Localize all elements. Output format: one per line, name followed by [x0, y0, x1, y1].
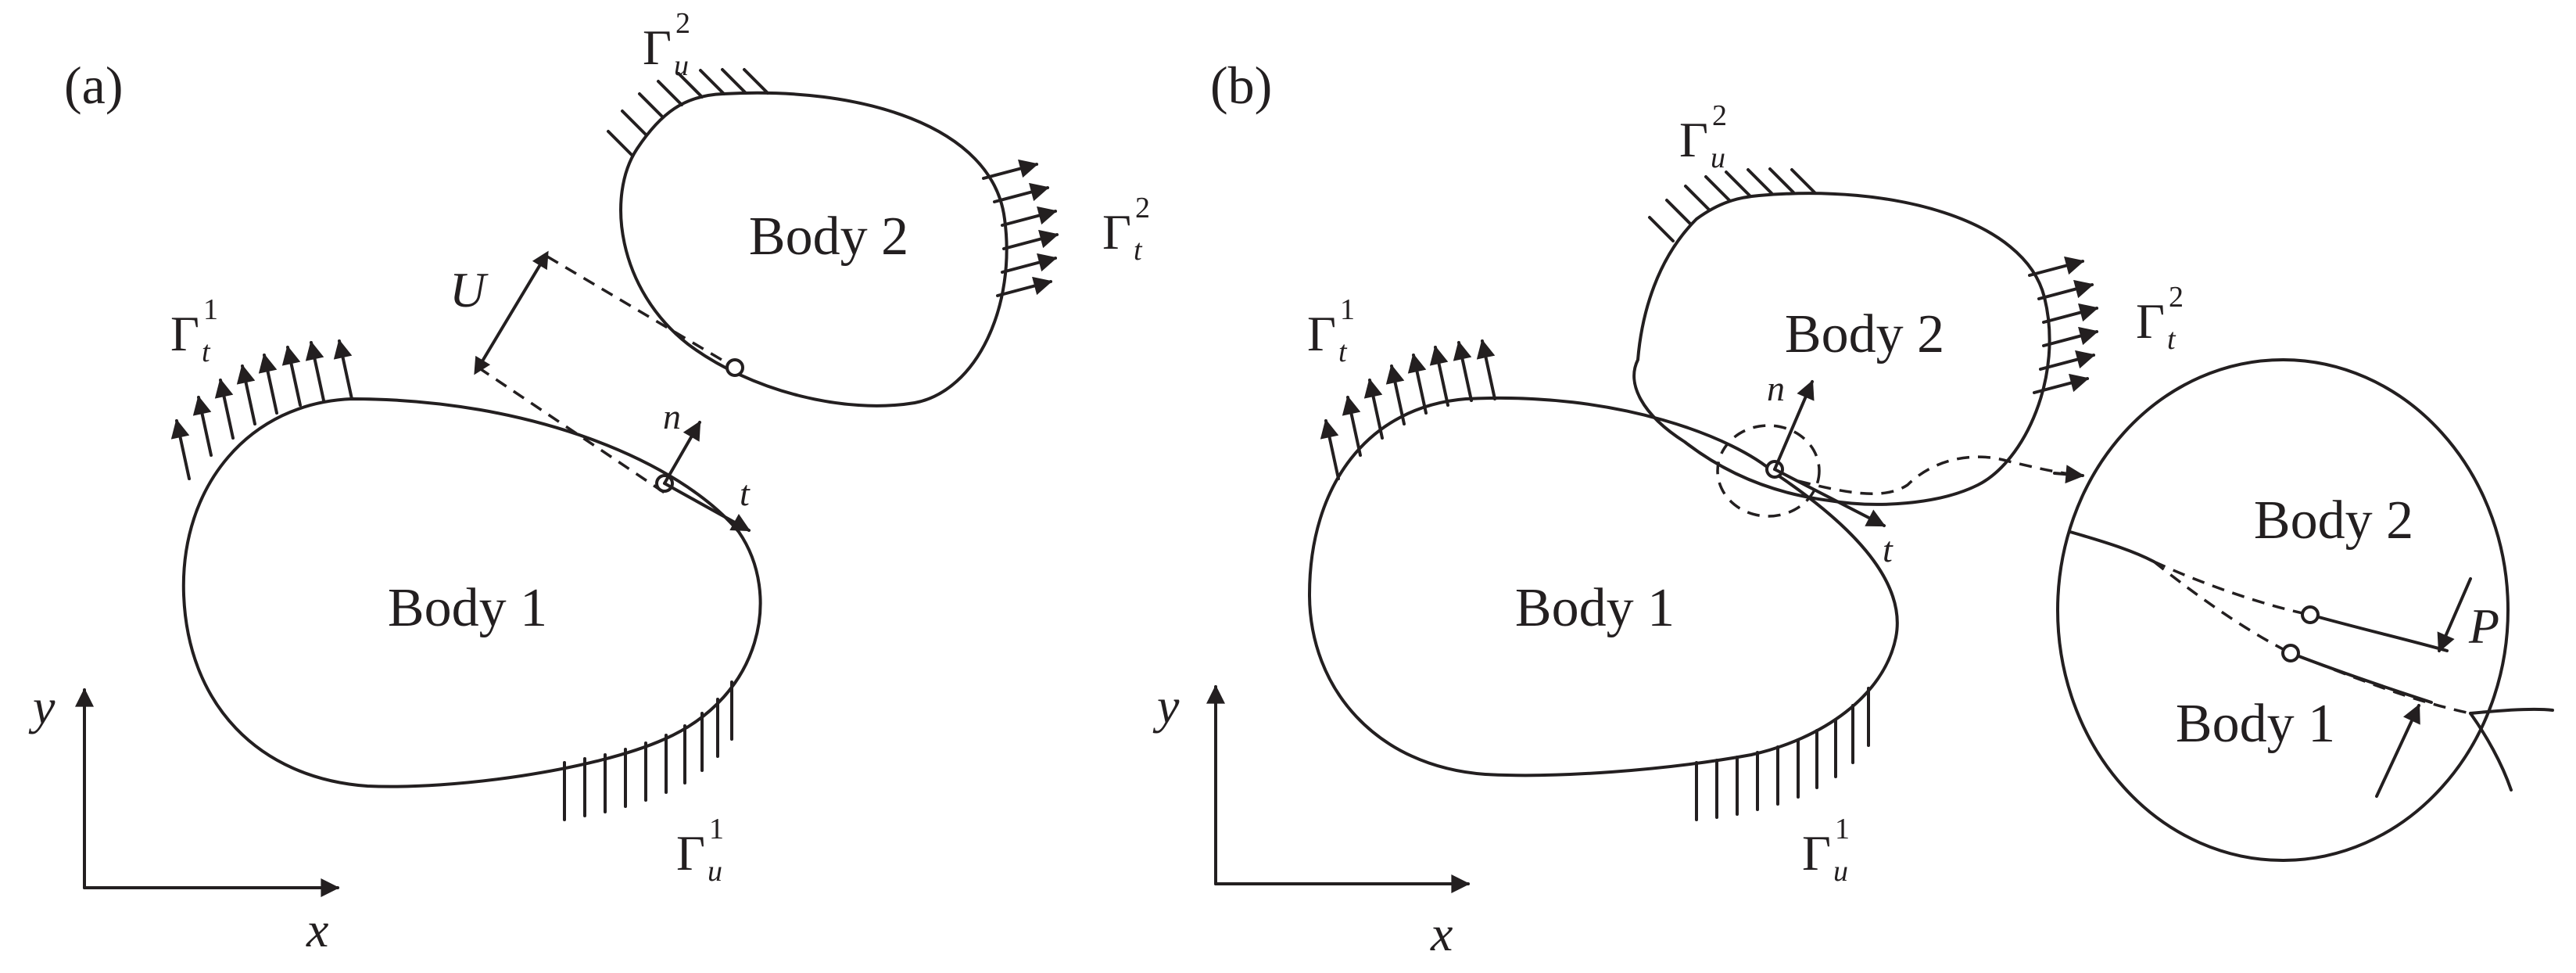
panel-a-axes: y x: [28, 679, 340, 957]
svg-text:Γ: Γ: [2136, 293, 2165, 349]
panel-b-zoom-leader: [1797, 455, 2071, 495]
svg-text:1: 1: [709, 813, 724, 846]
panel-b-zoom-body1-label: Body 1: [2176, 694, 2335, 754]
svg-text:Γ: Γ: [1802, 825, 1831, 881]
panel-b-zoom-body1-boundary-dashed: [2152, 560, 2471, 715]
panel-b-axes: y x: [1152, 678, 1471, 961]
panel-b-zoom-body2-boundary-dashed: [2153, 560, 2311, 616]
panel-b-zoom-point-body2: [2301, 605, 2320, 624]
svg-text:2: 2: [1135, 192, 1150, 224]
panel-b-fixed-hatching-u2: [1648, 167, 1817, 242]
svg-text:t: t: [2167, 323, 2177, 356]
panel-a-gamma-t2: Γ t 2: [1102, 192, 1150, 267]
panel-b-detail-circle: [1716, 424, 1821, 518]
panel-b-gamma-t1: Γ t 1: [1307, 293, 1355, 368]
svg-text:2: 2: [675, 7, 690, 40]
panel-b-gamma-u1: Γ u 1: [1802, 813, 1850, 888]
panel-b-tangent-vector: [1773, 468, 1886, 527]
svg-text:u: u: [708, 855, 722, 888]
panel-b-zoom-body2-label: Body 2: [2254, 490, 2413, 551]
svg-text:t: t: [1134, 234, 1143, 267]
panel-a-body1-outline: [181, 397, 762, 788]
svg-text:Γ: Γ: [643, 20, 672, 75]
panel-a-body2-label: Body 2: [749, 206, 908, 267]
panel-b-y-axis-label: y: [1152, 678, 1180, 734]
panel-a-y-axis-label: y: [28, 679, 56, 734]
svg-text:Γ: Γ: [1679, 112, 1708, 167]
panel-b-zoom-body2-boundary-right: [2309, 613, 2449, 652]
panel-b-fixed-hatching-u1: [1695, 687, 1870, 821]
panel-b-zoom-body1-edge: [2469, 712, 2513, 792]
panel-b-zoom-ellipse: [2056, 358, 2510, 862]
panel-b-body2-label: Body 2: [1785, 304, 1944, 364]
panel-a-tangent-vector: [663, 482, 751, 532]
panel-b-label: (b): [1210, 56, 1272, 115]
svg-text:2: 2: [1712, 99, 1727, 132]
panel-a-tangent-label: t: [740, 473, 751, 513]
panel-a-normal-label: n: [663, 397, 681, 436]
panel-b-traction-arrows-t1: [1320, 339, 1496, 480]
svg-text:1: 1: [203, 293, 218, 326]
panel-a-fixed-hatching-u2: [607, 68, 769, 156]
svg-text:u: u: [1833, 855, 1848, 888]
panel-a-label: (a): [64, 56, 123, 115]
panel-b-body1-label: Body 1: [1515, 578, 1675, 638]
panel-b-zoom-body2-boundary-left: [2069, 530, 2155, 563]
panel-a: (a) Body 1 Body 2 Γ t 1: [28, 7, 1150, 957]
panel-a-fixed-hatching-u1: [563, 680, 733, 821]
svg-text:u: u: [1711, 142, 1725, 174]
panel-b-zoom-detail: P Body 2 Body 1: [2056, 358, 2554, 862]
panel-a-gap-arrow: [474, 250, 549, 375]
svg-text:2: 2: [2169, 281, 2184, 314]
panel-b-tangent-label: t: [1883, 530, 1893, 569]
panel-b-traction-arrows-t2: [2028, 256, 2099, 394]
panel-b-penetration-arrow-bottom: [2375, 703, 2420, 798]
panel-a-gap-dashed-line-lower: [478, 366, 665, 494]
svg-text:Γ: Γ: [676, 825, 705, 881]
panel-b-zoom-point-body1: [2281, 644, 2300, 662]
svg-text:Γ: Γ: [1102, 204, 1131, 260]
panel-a-traction-arrows-t2: [982, 159, 1059, 297]
panel-b-zoom-body1-boundary-right: [2469, 707, 2554, 715]
panel-b: (b) Body 1 Body 2 Γ t 1: [1152, 56, 2554, 961]
panel-b-gamma-u2: Γ u 2: [1679, 99, 1727, 174]
svg-text:1: 1: [1835, 813, 1850, 846]
panel-a-contact-point-body2: [726, 358, 744, 377]
svg-text:Γ: Γ: [170, 306, 199, 361]
panel-b-body2-outline: [1632, 192, 2051, 506]
panel-b-normal-vector: [1773, 379, 1815, 471]
panel-a-x-axis-label: x: [306, 902, 328, 957]
panel-a-gamma-t1: Γ t 1: [170, 293, 218, 368]
panel-b-penetration-label: P: [2468, 598, 2499, 654]
panel-b-x-axis-label: x: [1430, 906, 1453, 961]
panel-a-body1-label: Body 1: [388, 578, 547, 638]
svg-text:1: 1: [1340, 293, 1355, 326]
svg-text:t: t: [202, 336, 211, 368]
panel-a-gamma-u1: Γ u 1: [676, 813, 724, 888]
svg-text:u: u: [674, 49, 689, 82]
panel-b-zoom-leader-arrow: [2053, 465, 2085, 484]
panel-b-zoom-body1-boundary: [2289, 652, 2433, 704]
svg-text:Γ: Γ: [1307, 306, 1336, 361]
panel-b-normal-label: n: [1767, 368, 1785, 408]
panel-a-gap-dashed-line-upper: [546, 255, 736, 369]
panel-a-gap-label: U: [450, 262, 489, 318]
panel-a-body2-outline: [619, 91, 1009, 408]
panel-a-traction-arrows-t1: [170, 339, 353, 480]
panel-a-gamma-u2: Γ u 2: [643, 7, 690, 82]
panel-b-penetration-arrow-top: [2437, 577, 2472, 653]
svg-text:t: t: [1338, 336, 1348, 368]
panel-b-gamma-t2: Γ t 2: [2136, 281, 2184, 356]
panel-a-normal-vector: [663, 420, 701, 485]
